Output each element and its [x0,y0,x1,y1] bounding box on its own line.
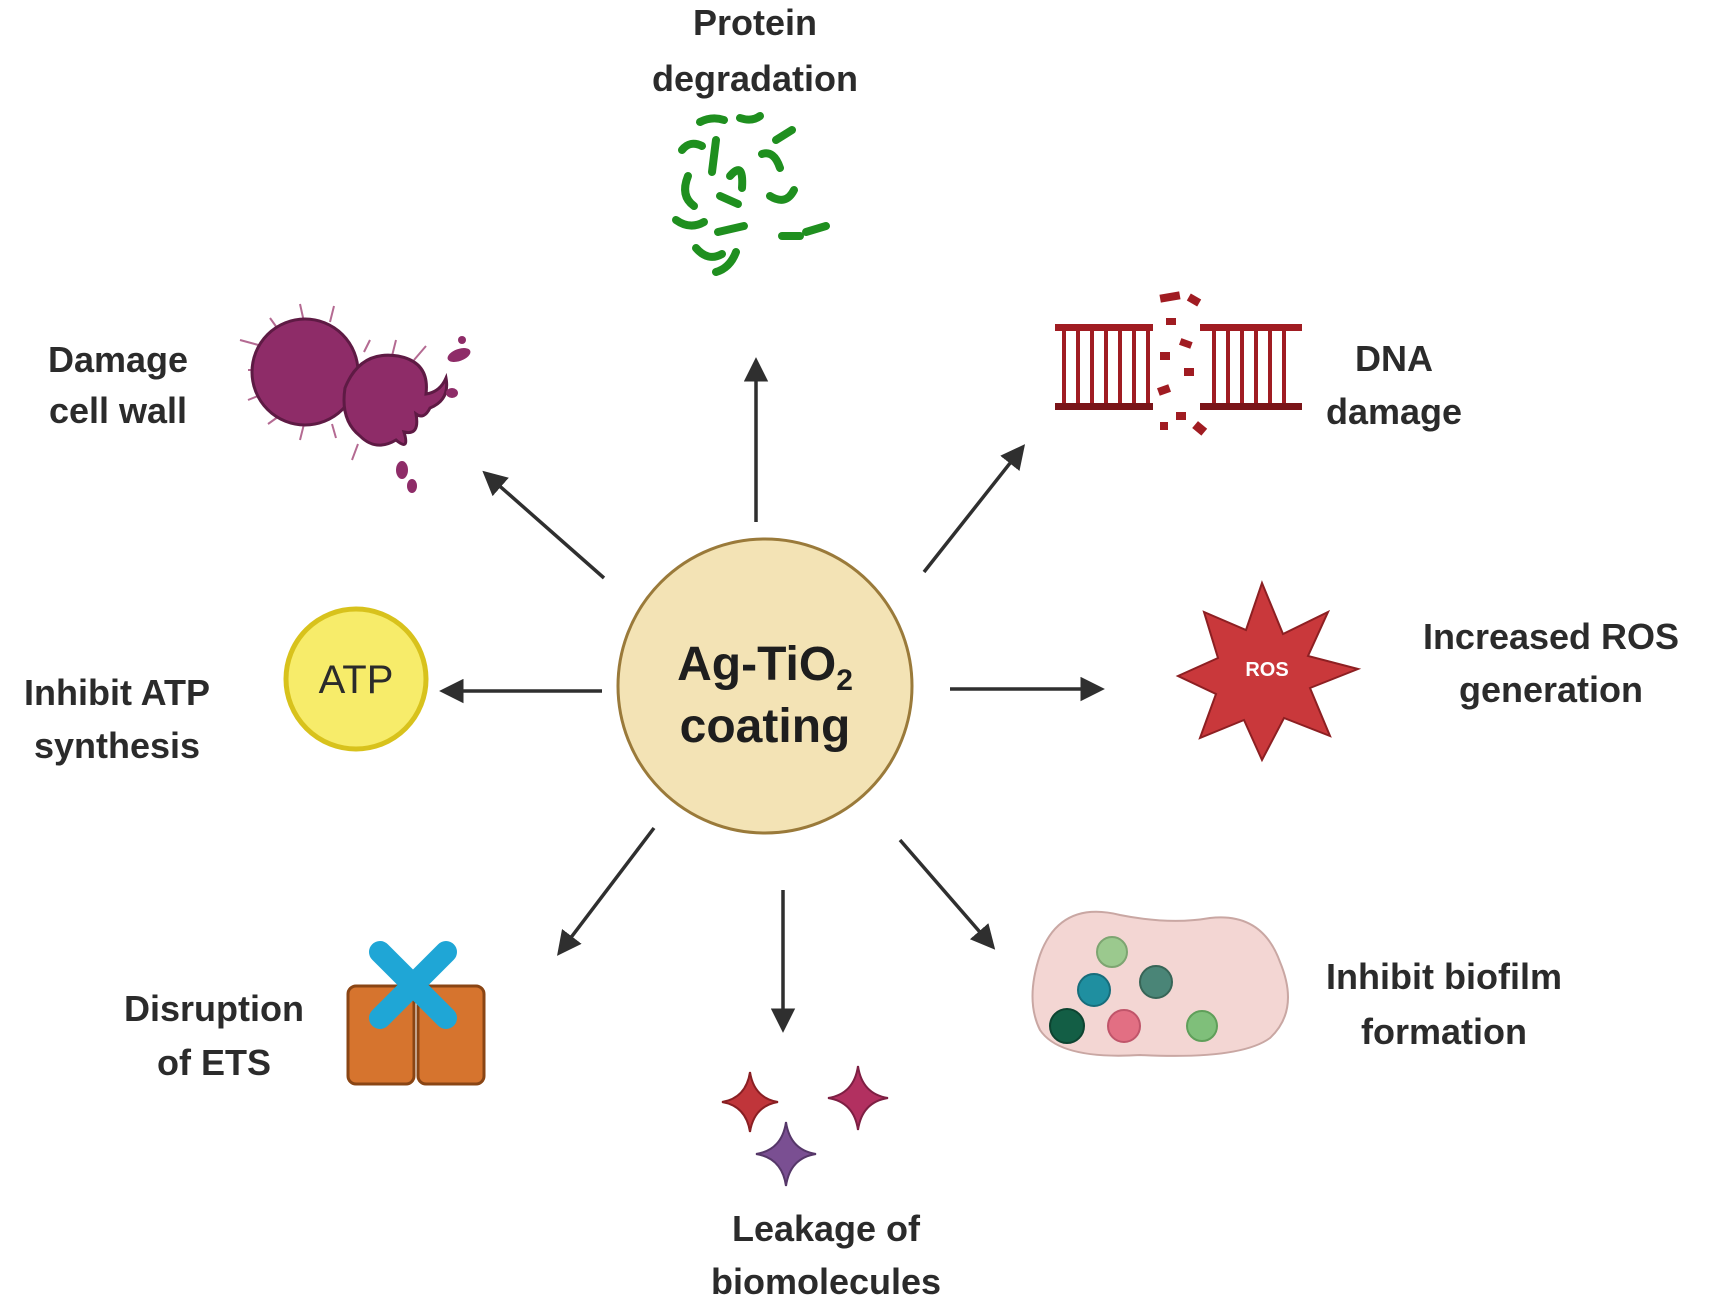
cellwall-label-2: cell wall [49,390,187,431]
effect-ets: Disruption of ETS [124,941,486,1086]
cellwall-label-1: Damage [48,339,188,380]
center-line2: coating [680,700,851,753]
atp-badge: ATP [319,658,394,702]
dna-label-1: DNA [1355,338,1433,379]
center-circle [616,537,914,835]
effect-dna: DNA damage [1055,291,1462,436]
ros-label-1: Increased ROS [1423,616,1679,657]
leakage-label-2: biomolecules [711,1261,941,1301]
effect-protein: Protein degradation [652,2,858,276]
biofilm-label-1: Inhibit biofilm [1326,956,1562,997]
center-title: Ag-TiO2 [677,638,853,697]
ros-label-2: generation [1459,669,1643,710]
atp-label-1: Inhibit ATP [24,672,210,713]
protein-fragments-icon [672,112,830,276]
effect-leakage: Leakage of biomolecules [711,1065,941,1301]
effect-ros: ROS Increased ROS generation [1175,580,1679,763]
ets-label-2: of ETS [157,1042,271,1083]
dna-label-2: damage [1326,391,1462,432]
atp-circle-icon: ATP [283,606,429,752]
atp-label-2: synthesis [34,725,200,766]
sparkle-molecules-icon [721,1065,889,1187]
center-subscript: 2 [836,664,853,697]
arrows [439,357,1105,1033]
dna-ladder-icon [1055,291,1302,436]
ruptured-cell-icon [239,303,471,493]
biofilm-icon [1031,910,1289,1057]
arrow-ets [557,826,656,956]
ets-label-1: Disruption [124,988,304,1029]
arrow-cellwall [482,470,606,580]
effect-cellwall: Damage cell wall [48,303,471,493]
center-line1: Ag-TiO [677,638,836,691]
effect-biofilm: Inhibit biofilm formation [1031,910,1562,1057]
biofilm-label-2: formation [1361,1011,1527,1052]
ros-badge: ROS [1245,659,1288,681]
leakage-label-1: Leakage of [732,1208,921,1249]
arrow-biofilm [898,838,996,950]
blocked-channel-icon [346,941,486,1086]
arrow-dna [922,444,1026,574]
center-node: Ag-TiO2 coating [616,537,914,835]
protein-label-1: Protein [693,2,817,43]
effect-atp: Inhibit ATP synthesis ATP [24,606,429,766]
ros-burst-icon: ROS [1175,580,1362,763]
protein-label-2: degradation [652,58,858,99]
